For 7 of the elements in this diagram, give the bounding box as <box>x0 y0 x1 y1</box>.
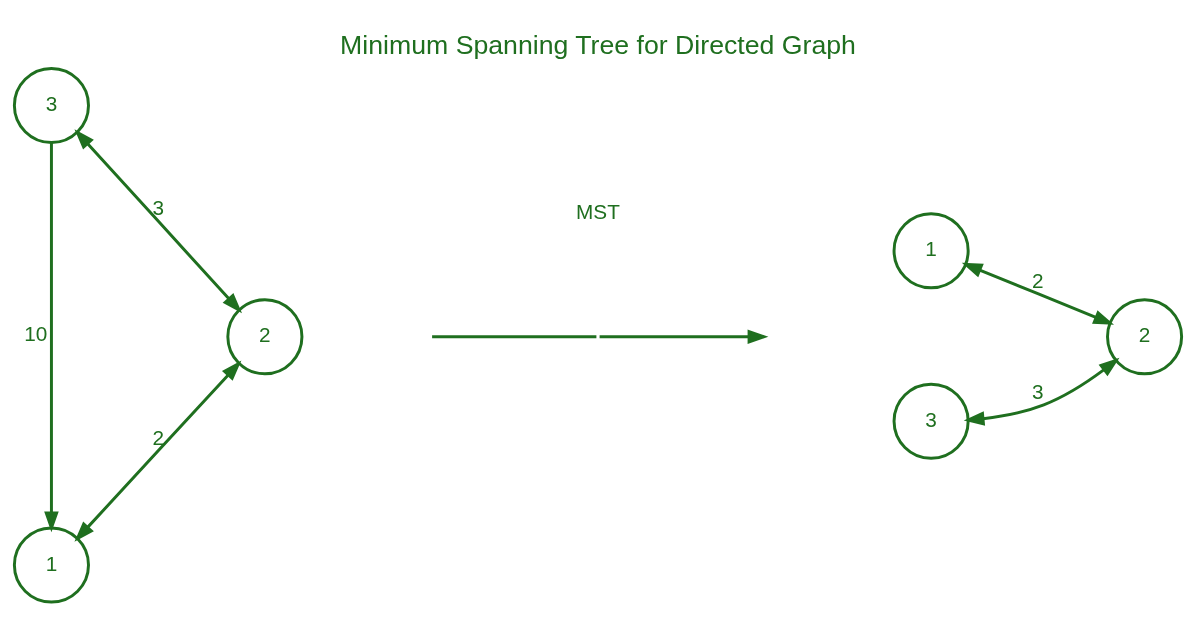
diagram-title: Minimum Spanning Tree for Directed Graph <box>340 29 856 60</box>
edge-label: 2 <box>152 425 164 449</box>
label: MST <box>576 199 620 223</box>
edge-label: 3 <box>152 195 164 219</box>
edge-label: 2 <box>1032 268 1044 292</box>
edge-label: 3 <box>1032 379 1044 403</box>
edge-label: 10 <box>24 321 48 345</box>
